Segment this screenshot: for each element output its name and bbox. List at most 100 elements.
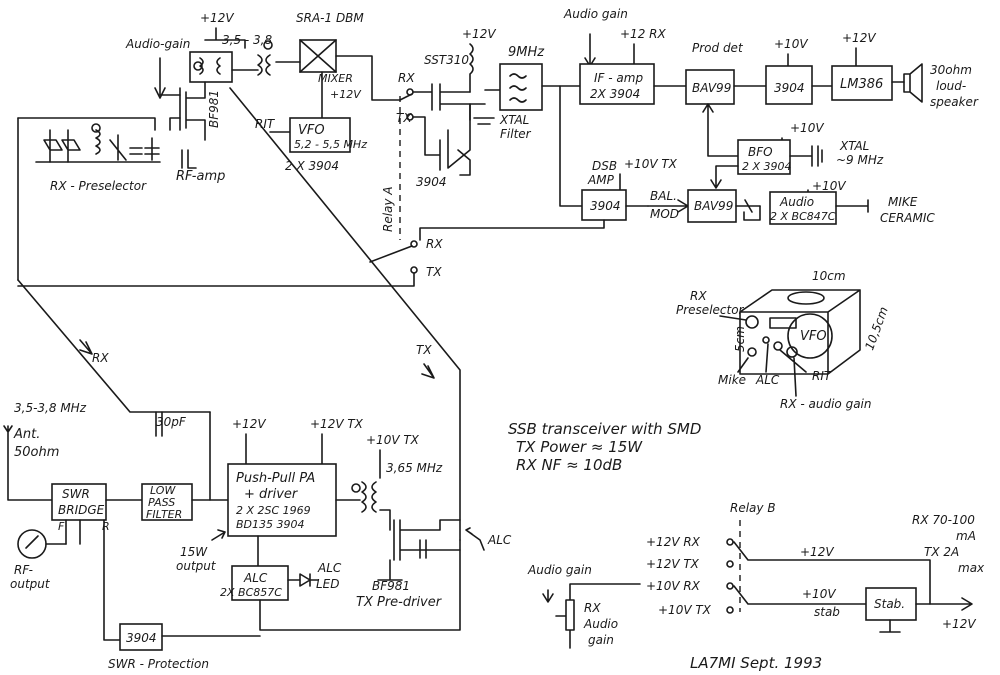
out-1: 15W <box>180 545 208 559</box>
v10tx-pre-label: +10V TX <box>366 433 420 447</box>
dsb-amp-2: AMP <box>587 173 615 187</box>
vfo-trans-label: 2 X 3904 <box>285 159 339 173</box>
v12-lm-label: +12V <box>842 31 876 45</box>
input-label: +12V <box>942 617 976 631</box>
title-block: SSB transceiver with SMD TX Power ≈ 15W … <box>508 420 822 672</box>
mixer-label: MIXER <box>318 72 353 85</box>
max-label: max <box>958 561 985 575</box>
v12tx-pa-label: +12V TX <box>310 417 364 431</box>
stab-box <box>865 587 917 621</box>
audio-box-label: Audio <box>779 195 814 209</box>
prod-det-label: Prod det <box>692 41 744 55</box>
lpf-2: PASS <box>148 496 175 509</box>
ma-label: mA <box>956 529 976 543</box>
bav99-det-label: BAV99 <box>692 81 731 95</box>
alc-box-1: ALC <box>243 571 268 585</box>
swr-bridge-box <box>51 483 107 521</box>
speaker-1: 30ohm <box>930 63 972 77</box>
pa-1: Push-Pull PA <box>236 471 315 486</box>
speaker-icon <box>903 63 923 103</box>
bal-mod-box <box>687 189 737 223</box>
swr-prot-3904-label: 3904 <box>126 631 157 645</box>
routing-lines: RX TX <box>17 87 461 541</box>
swr-2: BRIDGE <box>58 503 105 517</box>
xtal-freq-label: 9MHz <box>508 45 545 60</box>
v12rx-if-label: +12 RX <box>620 27 666 41</box>
bfo-trans-label: 2 X 3904 <box>742 160 792 173</box>
rf-coil-label: 3,5 - 3,8 <box>222 33 272 47</box>
vfo-freq-label: 5,2 - 5,5 MHz <box>294 138 367 151</box>
audio-gain-if-label: Audio gain <box>563 7 628 21</box>
pa-2: + driver <box>244 487 299 502</box>
title-line-3: RX NF ≈ 10dB <box>516 456 622 474</box>
out-2: output <box>176 559 217 573</box>
dsb-3904-label: 3904 <box>590 199 621 213</box>
box-mike-label: Mike <box>718 373 746 387</box>
relay-a-label: Relay A <box>381 186 395 232</box>
pa-driver-box <box>227 463 337 537</box>
v12tx-label: +12V TX <box>646 557 700 571</box>
pa-section: 3,5-3,8 MHz Ant. 50ohm SWR BRIDGE F R RF… <box>3 401 512 671</box>
bal-mod-1: BAL. <box>650 189 677 203</box>
relay-a-section: RX TX Relay A SST310 +12V 3904 <box>381 27 501 240</box>
box-height-label: 5cm <box>733 326 747 352</box>
title-line-1: SSB transceiver with SMD <box>508 420 701 438</box>
v12-sst-label: +12V <box>462 27 496 41</box>
v12-rf-label: +12V <box>200 11 234 25</box>
lm386-box <box>831 65 893 101</box>
audio-amp-box <box>765 65 813 105</box>
rf-transformer-box <box>189 51 233 83</box>
mike-2: CERAMIC <box>880 211 935 225</box>
alc-led-2: LED <box>316 577 340 591</box>
alc-box-2: 2X BC857C <box>220 586 282 599</box>
tx-sw-label: TX <box>426 265 442 279</box>
rx-front-end: Audio-gain +12V 3,5 - 3,8 SRA-1 DBM MIXE… <box>17 11 401 281</box>
vfo-label: VFO <box>298 123 325 138</box>
ohm-label: 50ohm <box>14 445 59 460</box>
r-label: R <box>102 520 110 533</box>
bfo-label: BFO <box>748 145 773 159</box>
t3904-label: 3904 <box>416 175 447 189</box>
audio-v10-label: +10V <box>812 179 846 193</box>
alc-box <box>231 565 289 601</box>
rx-sw-label: RX <box>426 237 443 251</box>
v10-bus-label: +10V <box>802 587 836 601</box>
lpf-box <box>141 483 193 521</box>
dsb-amp-1: DSB <box>592 159 617 173</box>
swr-protection-box <box>119 623 163 651</box>
box-alc-label: ALC <box>755 373 780 387</box>
if-amp-label: IF - amp <box>594 71 643 85</box>
tx-current-label: TX 2A <box>924 545 959 559</box>
signature: LA7MI Sept. 1993 <box>690 654 822 672</box>
box-preselector-1: RX <box>690 289 707 303</box>
pre-driver-label: TX Pre-driver <box>356 595 443 610</box>
xtal-filter-1: XTAL <box>499 113 529 127</box>
pre-freq-label: 3,65 MHz <box>386 461 443 475</box>
v12-mixer-label: +12V <box>330 88 362 101</box>
pa-4: BD135 3904 <box>236 518 305 531</box>
rx-preselector-label: RX - Preselector <box>50 179 147 193</box>
audio-mic-amp-box <box>769 191 837 225</box>
sst310-label: SST310 <box>424 53 469 67</box>
stab-box-label: Stab. <box>874 597 905 611</box>
alc-led-1: ALC <box>317 561 342 575</box>
box-preselector-2: Preselector <box>676 303 745 317</box>
if-audio-chain: 9MHz XTAL Filter Audio gain +12 RX IF - … <box>499 7 979 207</box>
dbm-label: SRA-1 DBM <box>296 11 364 25</box>
dsb-v10-label: +10V TX <box>624 157 678 171</box>
band-label: 3,5-3,8 MHz <box>14 401 87 415</box>
rf-amp-label: RF-amp <box>176 169 225 184</box>
box-rx-audio-gain-label: RX - audio gain <box>780 397 872 411</box>
vfo-box <box>289 117 351 153</box>
audio-trans-label: 2 X BC847C <box>770 210 836 223</box>
rf-out-1: RF- <box>14 563 33 577</box>
lpf-1: LOW <box>150 484 176 497</box>
stab-label: stab <box>814 605 840 619</box>
mike-1: MIKE <box>888 195 918 209</box>
v12rx-label: +12V RX <box>646 535 701 549</box>
if-trans-label: 2X 3904 <box>590 87 640 101</box>
dsb-amp-box <box>581 189 627 221</box>
xtal-filter-2: Filter <box>500 127 532 141</box>
xtal-bfo-freq: ~9 MHz <box>836 153 884 167</box>
